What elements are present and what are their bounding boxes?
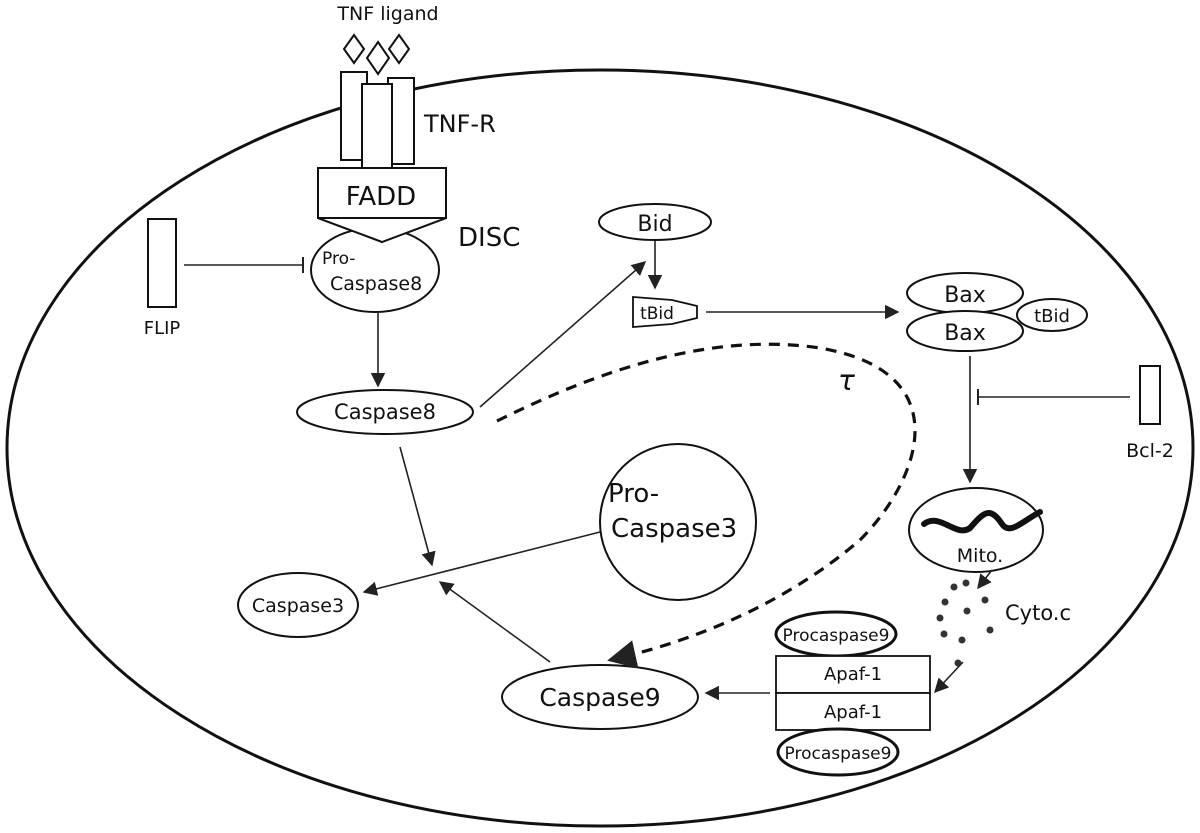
bax-bottom-node <box>906 310 1024 352</box>
tbid-bax-label: tBid <box>1034 306 1070 327</box>
arrow-casp9-to-junction <box>438 581 551 663</box>
apaf1-bottom-label: Apaf-1 <box>824 702 882 723</box>
bax-bottom-label: Bax <box>944 321 986 346</box>
tbid-node <box>632 296 698 328</box>
caspase3-node <box>237 572 359 638</box>
procaspase9-bottom-label: Procaspase9 <box>785 744 892 764</box>
pro-caspase3-node <box>599 443 757 601</box>
caspase3-label: Caspase3 <box>252 595 344 617</box>
arrow-procasp3-to-casp3 <box>362 531 601 596</box>
fadd-overlap <box>317 217 447 244</box>
arrow-mito-to-cytoc <box>977 569 993 590</box>
tbid-bax-node <box>1016 298 1088 332</box>
tnf-ligand-label: TNF ligand <box>336 3 438 25</box>
caspase8-label: Caspase8 <box>334 400 436 424</box>
mito-label: Mito. <box>957 545 1003 567</box>
pro-caspase8-label-2: Caspase8 <box>330 273 422 295</box>
caspase9-node <box>501 664 699 730</box>
tnf-ligand-diamonds <box>342 33 411 76</box>
bid-label: Bid <box>637 212 672 237</box>
tau-label: τ <box>838 364 855 397</box>
procaspase9-bottom-node <box>776 727 900 777</box>
pro-caspase3-label-2: Caspase3 <box>611 514 737 544</box>
tnf-r-label: TNF-R <box>423 110 496 138</box>
apaf1-top-box <box>775 655 931 694</box>
pro-caspase8-label-1: Pro- <box>322 249 355 269</box>
cytochrome-c-dots <box>936 579 994 667</box>
mitochondrion-crista <box>921 509 1043 534</box>
cyto-c-label: Cyto.c <box>1005 601 1071 625</box>
mitochondrion-node <box>908 487 1044 573</box>
procaspase9-top-label: Procaspase9 <box>783 626 890 646</box>
flip-label: FLIP <box>144 318 181 339</box>
pro-caspase8-node <box>310 227 440 313</box>
fadd-label: FADD <box>346 182 416 212</box>
flip-box <box>147 218 177 308</box>
apaf1-top-label: Apaf-1 <box>824 664 882 685</box>
tbid-label: tBid <box>640 304 674 324</box>
bax-top-label: Bax <box>944 283 986 308</box>
bcl2-label: Bcl-2 <box>1126 440 1174 462</box>
caspase8-node <box>296 389 474 435</box>
pro-caspase3-label-1: Pro- <box>608 479 659 509</box>
caspase9-label: Caspase9 <box>539 683 660 712</box>
bid-node <box>598 203 712 241</box>
arrow-casp8-to-junction <box>399 446 436 567</box>
arrow-casp8-to-bid <box>479 261 647 408</box>
bcl2-box <box>1139 365 1161 425</box>
arrow-cytoc-to-apaf <box>934 661 964 694</box>
disc-label: DISC <box>458 223 520 253</box>
delay-feedback-path <box>496 342 917 669</box>
tnf-receptor <box>340 71 415 173</box>
